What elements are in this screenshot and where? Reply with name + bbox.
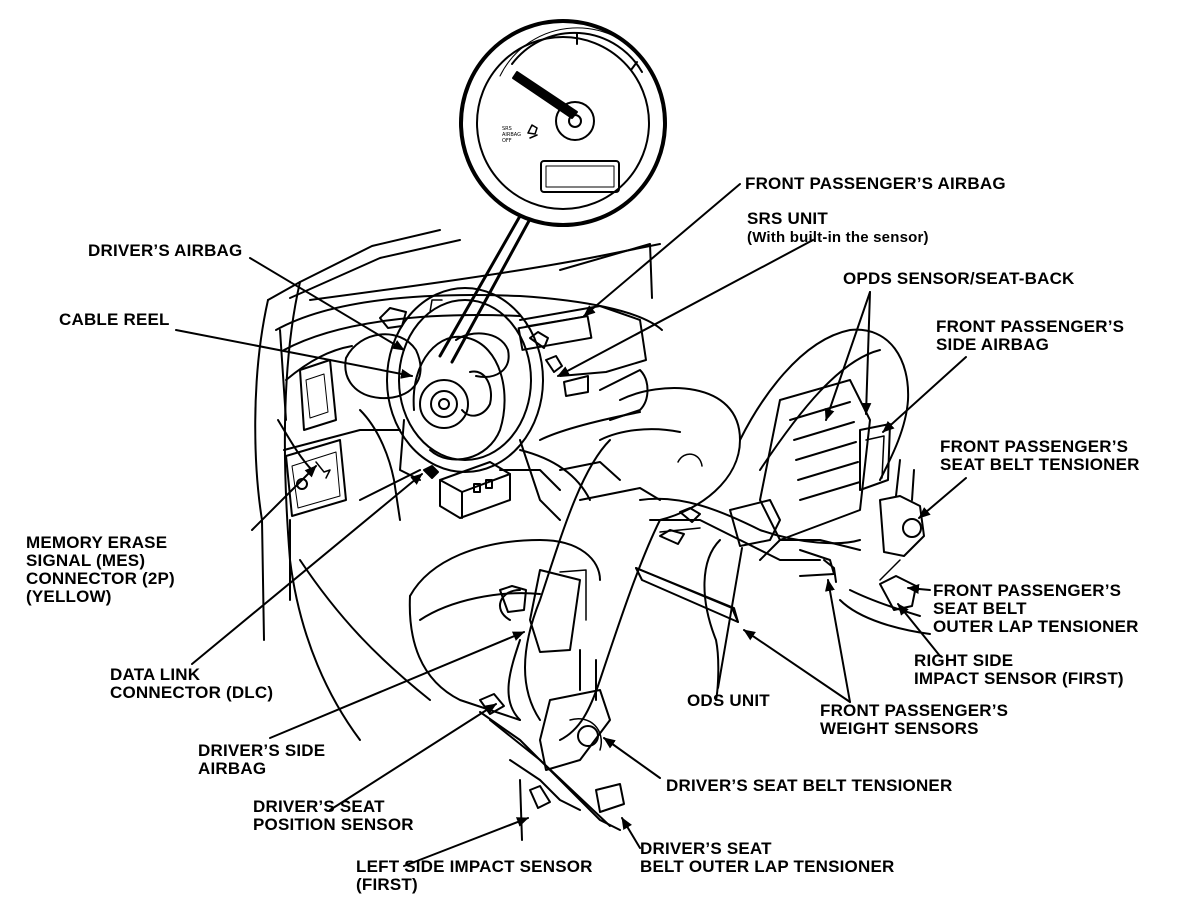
label-line: FRONT PASSENGER’S bbox=[936, 317, 1125, 336]
gauge-text-line: AIRBAG bbox=[502, 132, 522, 138]
driver-seat bbox=[408, 387, 741, 841]
gauge-text-line: SRS bbox=[502, 126, 512, 132]
label-drivers-side-airbag: DRIVER’S SIDE AIRBAG bbox=[198, 742, 325, 778]
passenger-seat bbox=[635, 328, 931, 701]
label-line: FRONT PASSENGER’S bbox=[940, 437, 1129, 456]
label-line: BELT OUTER LAP TENSIONER bbox=[640, 857, 895, 876]
label-line: LEFT SIDE IMPACT SENSOR bbox=[356, 857, 593, 876]
label-line: OUTER LAP TENSIONER bbox=[933, 617, 1139, 636]
label-line: RIGHT SIDE bbox=[914, 651, 1014, 670]
label-left-side-impact-sensor: LEFT SIDE IMPACT SENSOR (FIRST) bbox=[356, 858, 593, 894]
label-line: DRIVER’S SIDE bbox=[198, 741, 326, 760]
label-line: (YELLOW) bbox=[26, 587, 112, 606]
label-front-passenger-airbag: FRONT PASSENGER’S AIRBAG bbox=[745, 174, 1006, 193]
label-right-side-impact-sensor: RIGHT SIDE IMPACT SENSOR (FIRST) bbox=[914, 652, 1124, 688]
label-line: DATA LINK bbox=[110, 665, 201, 684]
label-mes-connector: MEMORY ERASE SIGNAL (MES) CONNECTOR (2P)… bbox=[26, 534, 175, 606]
label-drivers-airbag: DRIVER’S AIRBAG bbox=[88, 241, 243, 260]
label-line: AIRBAG bbox=[198, 759, 267, 778]
label-data-link-connector: DATA LINK CONNECTOR (DLC) bbox=[110, 666, 273, 702]
label-line: (FIRST) bbox=[356, 875, 418, 894]
label-line: IMPACT SENSOR (FIRST) bbox=[914, 669, 1124, 688]
gauge-inset bbox=[438, 19, 667, 364]
label-line: SIGNAL (MES) bbox=[26, 551, 146, 570]
label-drivers-seat-position-sensor: DRIVER’S SEAT POSITION SENSOR bbox=[253, 798, 414, 834]
label-line: MEMORY ERASE bbox=[26, 533, 168, 552]
label-line: DRIVER’S SEAT bbox=[640, 839, 772, 858]
label-front-passenger-weight-sensors: FRONT PASSENGER’S WEIGHT SENSORS bbox=[820, 702, 1008, 738]
label-drivers-seat-belt-tensioner: DRIVER’S SEAT BELT TENSIONER bbox=[666, 776, 953, 795]
label-ods-unit: ODS UNIT bbox=[687, 691, 770, 710]
gauge-srs-text: SRS AIRBAG OFF bbox=[502, 126, 521, 144]
label-line: CONNECTOR (2P) bbox=[26, 569, 175, 588]
label-line: POSITION SENSOR bbox=[253, 815, 414, 834]
label-line: FRONT PASSENGER’S bbox=[933, 581, 1122, 600]
label-cable-reel: CABLE REEL bbox=[59, 310, 170, 329]
label-line: SEAT BELT bbox=[933, 599, 1027, 618]
body-structure bbox=[254, 229, 661, 741]
label-line: SIDE AIRBAG bbox=[936, 335, 1050, 354]
srs-unit bbox=[359, 461, 511, 519]
label-srs-unit-note: (With built-in the sensor) bbox=[747, 229, 929, 246]
label-line: FRONT PASSENGER’S bbox=[820, 701, 1009, 720]
label-drivers-seat-belt-outer-lap-tensioner: DRIVER’S SEAT BELT OUTER LAP TENSIONER bbox=[640, 840, 894, 876]
leader-lines bbox=[175, 183, 967, 867]
label-front-passenger-seat-belt-tensioner: FRONT PASSENGER’S SEAT BELT TENSIONER bbox=[940, 438, 1140, 474]
gauge-text-line: OFF bbox=[502, 138, 512, 144]
label-front-passenger-outer-lap-tensioner: FRONT PASSENGER’S SEAT BELT OUTER LAP TE… bbox=[933, 582, 1139, 636]
label-line: DRIVER’S SEAT bbox=[253, 797, 385, 816]
label-line: SEAT BELT TENSIONER bbox=[940, 455, 1140, 474]
label-opds-sensor: OPDS SENSOR/SEAT-BACK bbox=[843, 269, 1075, 288]
label-srs-unit: SRS UNIT bbox=[747, 209, 828, 228]
label-line: WEIGHT SENSORS bbox=[820, 719, 979, 738]
label-front-passenger-side-airbag: FRONT PASSENGER’S SIDE AIRBAG bbox=[936, 318, 1124, 354]
label-line: CONNECTOR (DLC) bbox=[110, 683, 274, 702]
